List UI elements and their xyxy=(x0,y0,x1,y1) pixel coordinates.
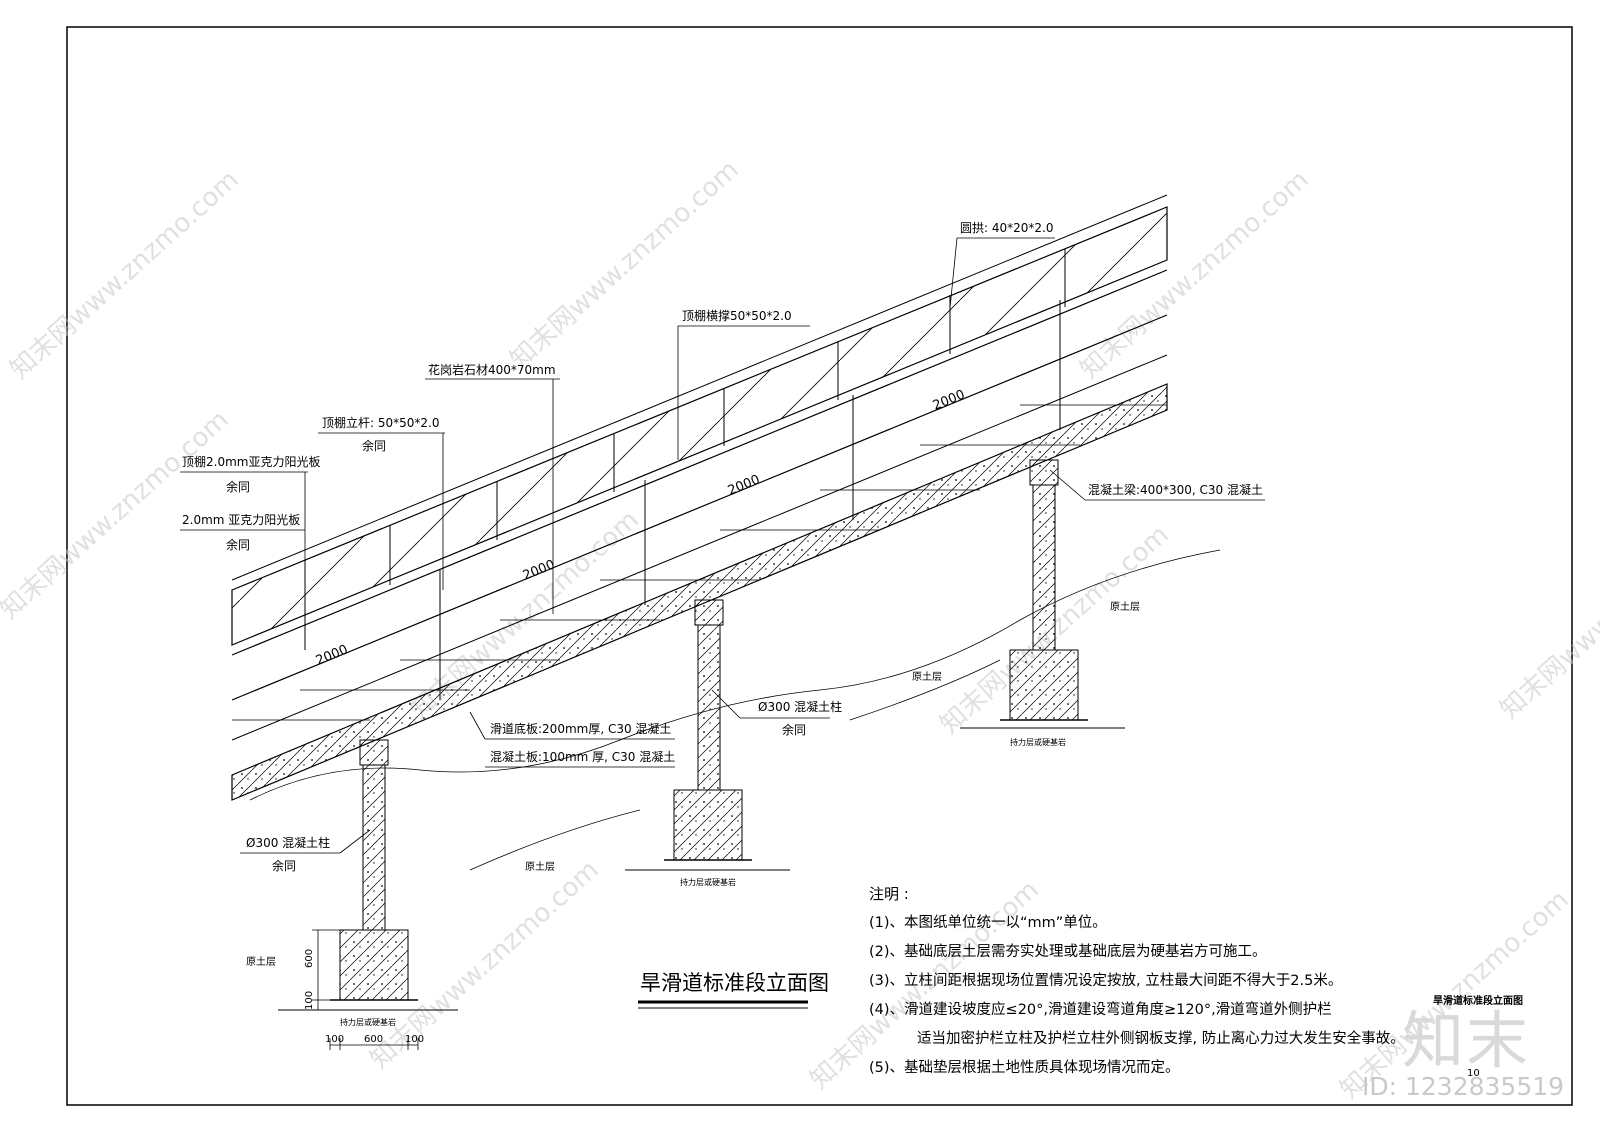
note-item-4: (4)、滑道建设坡度应≤20°,滑道建设弯道角度≥120°,滑道弯道外侧护栏 xyxy=(869,1002,1332,1018)
watermark-logo: 知末 xyxy=(1402,1004,1531,1077)
dim-w600: 600 xyxy=(364,1034,383,1045)
label-column-left: Ø300 混凝土柱 xyxy=(246,835,330,850)
column-mid xyxy=(697,624,721,791)
column-right xyxy=(1032,484,1056,651)
label-column-left-sub: 余同 xyxy=(272,858,296,873)
notes-block: 注明 : (1)、本图纸单位统一以“mm”单位。 (2)、基础底层土层需夯实处理… xyxy=(869,880,1489,1083)
ground-line-3 xyxy=(849,659,1001,721)
beam-1 xyxy=(359,739,389,766)
span-label-1: 2000 xyxy=(314,642,350,668)
note-item-2: (2)、基础底层土层需夯实处理或基础底层为硬基岩方可施工。 xyxy=(869,944,1267,960)
note-item-5: (5)、基础垫层根据土地性质具体现场情况而定。 xyxy=(869,1060,1180,1076)
label-beam: 混凝土梁:400*300, C30 混凝土 xyxy=(1088,482,1263,497)
roof-canopy xyxy=(231,194,1168,650)
label-arch: 圆拱: 40*20*2.0 xyxy=(960,221,1053,235)
note-item-4-cont: 适当加密护栏立柱及护栏立柱外侧钢板支撑, 防止离心力过大发生安全事故。 xyxy=(917,1031,1405,1047)
notes-title: 注明 : xyxy=(869,885,909,903)
label-column-mid-sub: 余同 xyxy=(782,722,806,737)
sheet-number: 10 xyxy=(1467,1068,1480,1079)
slide-body xyxy=(231,269,1168,741)
footing-right xyxy=(1009,649,1079,721)
dim-h600: 600 xyxy=(304,949,315,968)
dim-w100b: 100 xyxy=(405,1034,424,1045)
small-title: 旱滑道标准段立面图 xyxy=(1433,996,1523,1007)
dim-h100: 100 xyxy=(304,991,315,1010)
beam-3 xyxy=(1029,459,1059,486)
note-item-1: (1)、本图纸单位统一以“mm”单位。 xyxy=(869,915,1107,931)
footing-left xyxy=(339,929,409,1001)
label-slab-concrete: 混凝土板:100mm 厚, C30 混凝土 xyxy=(490,749,675,764)
ground-line xyxy=(249,549,1221,801)
watermark-1: 知末网www.znzmo.com xyxy=(5,165,245,385)
concrete-slab xyxy=(231,383,1168,801)
label-roof-brace: 顶棚横撑50*50*2.0 xyxy=(682,308,792,323)
label-roof-panel-sub: 余同 xyxy=(226,479,250,494)
footing-mid xyxy=(673,789,743,861)
label-roof-panel: 顶棚2.0mm亚克力阳光板 xyxy=(182,454,320,469)
label-bearing-2: 持力层或硬基岩 xyxy=(680,877,736,887)
watermark-7: 知末网www.znzmo.com xyxy=(1495,505,1600,725)
label-side-panel: 2.0mm 亚克力阳光板 xyxy=(182,513,300,527)
label-soil-3: 原土层 xyxy=(525,860,555,873)
leader-lines xyxy=(180,237,1265,854)
label-column-mid: Ø300 混凝土柱 xyxy=(758,699,842,714)
label-granite: 花岗岩石材400*70mm xyxy=(428,362,556,377)
beam-2 xyxy=(694,599,724,626)
label-side-panel-sub: 余同 xyxy=(226,537,250,552)
note-item-3: (3)、立柱间距根据现场位置情况设定按放, 立柱最大间距不得大于2.5米。 xyxy=(869,973,1343,989)
column-left xyxy=(362,764,386,931)
label-bearing-1: 持力层或硬基岩 xyxy=(1010,737,1066,747)
label-slab-base: 滑道底板:200mm厚, C30 混凝土 xyxy=(490,721,671,736)
sheet-border xyxy=(66,26,1573,1106)
drawing-title: 旱滑道标准段立面图 xyxy=(640,971,829,995)
dimension-marks xyxy=(312,929,419,1050)
span-label-3: 2000 xyxy=(726,472,762,498)
label-roof-post: 顶棚立杆: 50*50*2.0 xyxy=(322,415,439,430)
label-soil-2: 原土层 xyxy=(912,670,942,683)
ground-line-2 xyxy=(469,809,641,871)
watermark-2: 知末网www.znzmo.com xyxy=(505,155,745,375)
label-roof-post-sub: 余同 xyxy=(362,438,386,453)
span-label-4: 2000 xyxy=(931,387,967,413)
dim-w100a: 100 xyxy=(325,1034,344,1045)
label-soil-4: 原土层 xyxy=(246,955,276,968)
label-bearing-3: 持力层或硬基岩 xyxy=(340,1017,396,1027)
watermark-id: ID: 1232835519 xyxy=(1362,1072,1565,1101)
label-soil-1: 原土层 xyxy=(1110,600,1140,613)
